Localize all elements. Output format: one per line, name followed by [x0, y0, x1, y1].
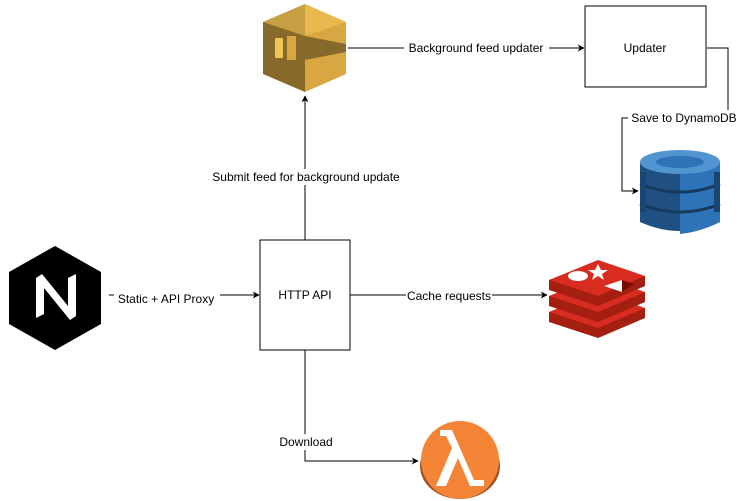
- amazon-sqs-icon[interactable]: [263, 4, 346, 92]
- edge-save-to-dynamodb: Save to DynamoDB: [621, 47, 740, 195]
- amazon-dynamodb-icon[interactable]: [639, 150, 721, 234]
- updater-label: Updater: [624, 41, 667, 55]
- edge-download: Download: [277, 350, 419, 465]
- aws-lambda-icon[interactable]: [420, 421, 500, 499]
- edge-label-submit-feed: Submit feed for background update: [212, 170, 400, 184]
- http-api-node[interactable]: HTTP API: [259, 239, 351, 351]
- updater-node[interactable]: Updater: [584, 5, 707, 88]
- edge-submit-feed: Submit feed for background update: [210, 95, 403, 240]
- edge-label-static-api-proxy: Static + API Proxy: [118, 292, 214, 306]
- nginx-icon[interactable]: [9, 246, 101, 350]
- redis-icon[interactable]: [549, 260, 645, 338]
- edge-label-save-to-dynamodb: Save to DynamoDB: [631, 111, 736, 125]
- edge-label-cache-requests: Cache requests: [407, 289, 491, 303]
- edge-background-feed-updater: Background feed updater: [348, 40, 585, 56]
- edge-label-background-feed-updater: Background feed updater: [409, 41, 544, 55]
- edge-label-download: Download: [279, 435, 332, 449]
- edge-cache-requests: Cache requests: [350, 288, 548, 304]
- edge-static-api-proxy: Static + API Proxy: [109, 291, 260, 307]
- http-api-label: HTTP API: [278, 288, 331, 302]
